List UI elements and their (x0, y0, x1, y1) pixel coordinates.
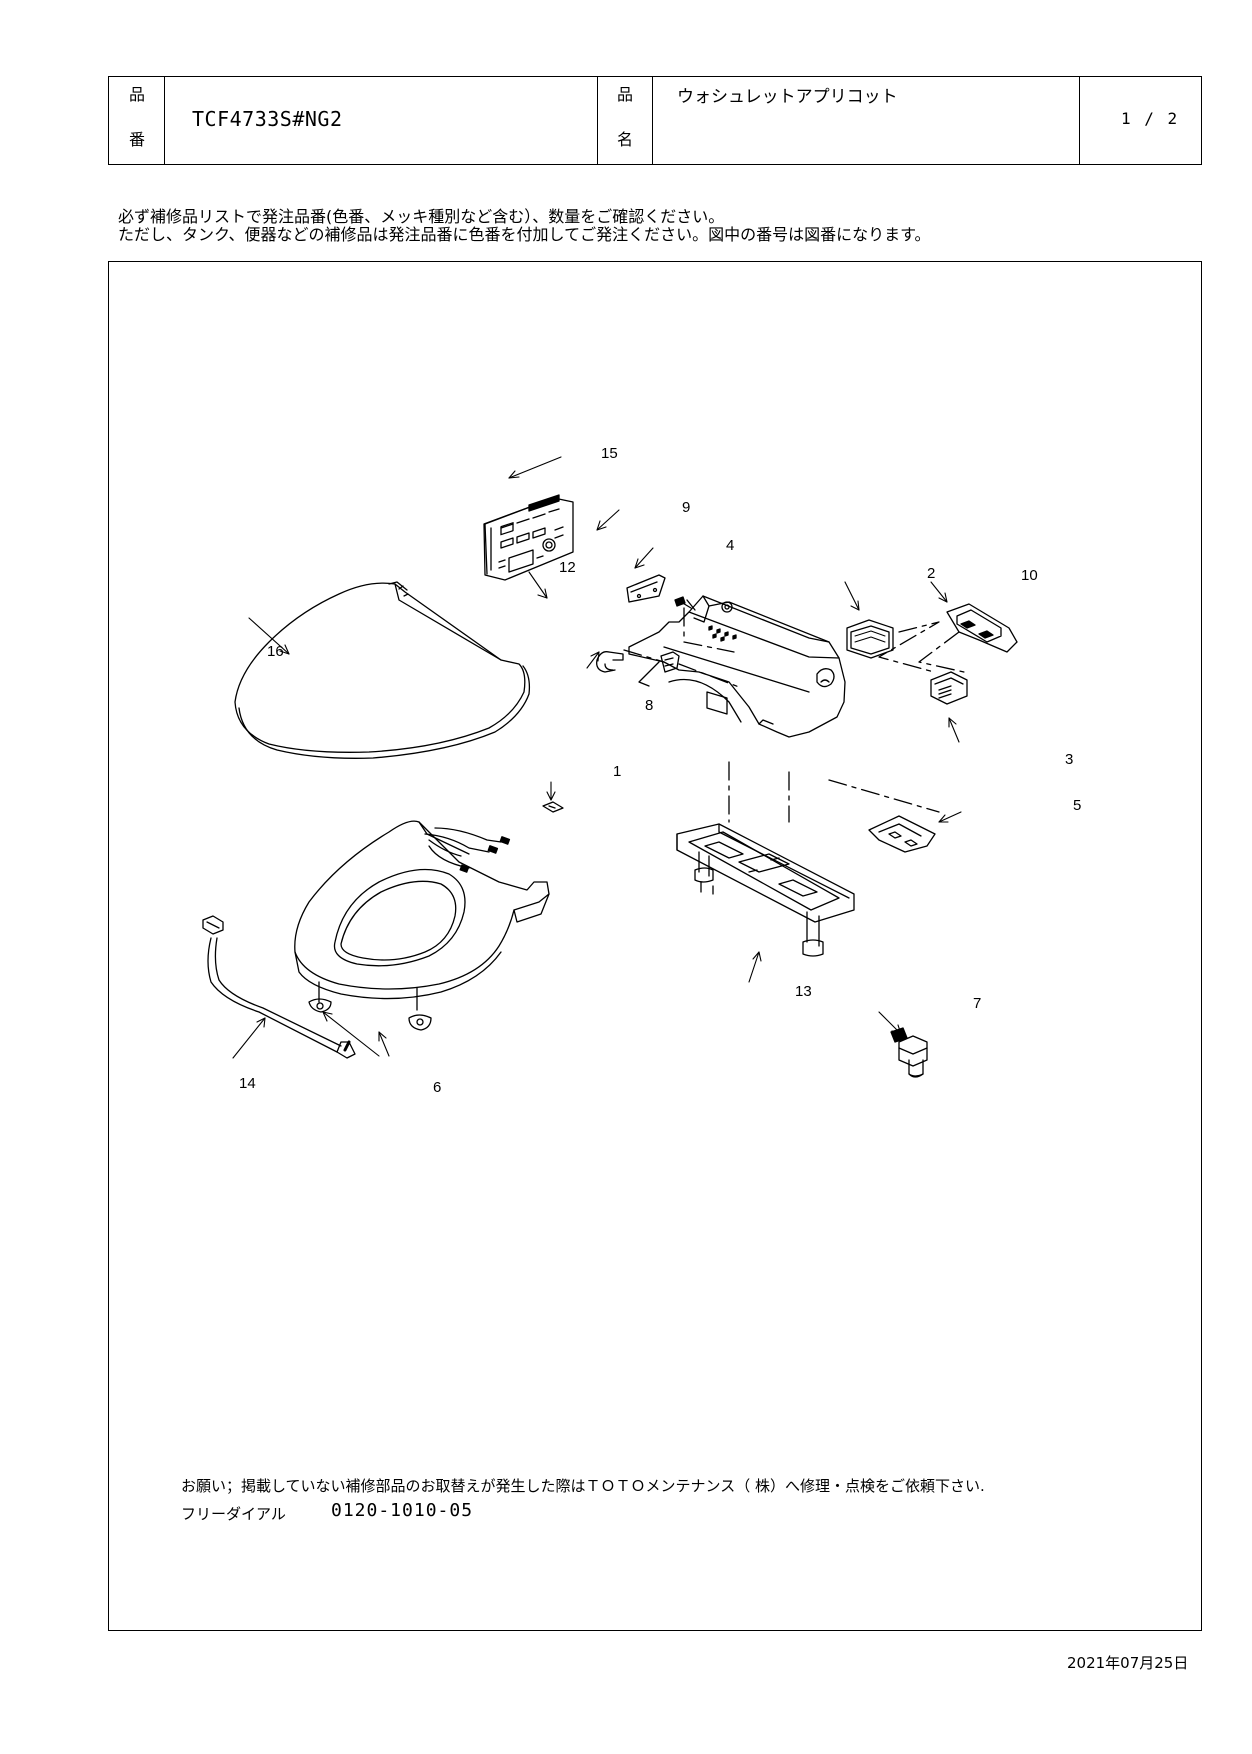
callout-1: 1 (613, 763, 622, 780)
hose-drawing (202, 915, 356, 1059)
product-name: ウォシュレットアプリコット (677, 87, 898, 107)
callout-14: 14 (239, 1075, 256, 1092)
callout-6: 6 (433, 1079, 442, 1096)
note-line-1: 必ず補修品リストで発注品番(色番、メッキ種別など含む）、数量をご確認ください。 (118, 207, 725, 226)
callout-10: 10 (1021, 567, 1038, 584)
part-9-drawing (626, 574, 666, 603)
callout-2: 2 (927, 565, 936, 582)
callout-3: 3 (1065, 751, 1074, 768)
header-divider (164, 77, 165, 164)
part-12-drawing (596, 651, 624, 673)
header-divider (597, 77, 598, 164)
main-unit-drawing (628, 595, 846, 738)
callout-5: 5 (1073, 797, 1082, 814)
callout-16: 16 (267, 643, 284, 660)
product-name-label-top: 品 (617, 85, 634, 104)
callout-13: 13 (795, 983, 812, 1000)
exploded-parts-diagram (202, 456, 1018, 1078)
product-name-label-bottom: 名 (617, 130, 634, 149)
part-4-drawing (674, 596, 696, 611)
repair-request-note: お願い；掲載していない補修部品のお取替えが発生した際はＴＯＴＯメンテナンス（ 株… (181, 1477, 985, 1495)
free-dial-number: 0120-1010-05 (331, 1500, 474, 1521)
leader-arrows (232, 456, 962, 1059)
part-number-label-top: 品 (129, 85, 146, 104)
remote-control-drawing (483, 494, 574, 581)
page-number: 1 / 2 (1121, 109, 1180, 128)
header-divider (652, 77, 653, 164)
callout-15: 15 (601, 445, 618, 462)
header-table: 品 番 TCF4733S#NG2 品 名 ウォシュレットアプリコット 1 / 2 (108, 76, 1202, 165)
part-6-drawing (308, 981, 432, 1031)
part-number-label-bottom: 番 (129, 130, 146, 149)
base-plate-drawing (676, 823, 855, 957)
assembly-lines (623, 607, 965, 823)
part-5-drawing (868, 815, 936, 853)
part-2-drawing (846, 619, 894, 659)
header-divider (1079, 77, 1080, 164)
part-10-drawing (946, 603, 1018, 653)
callout-7: 7 (973, 995, 982, 1012)
callout-9: 9 (682, 499, 691, 516)
parts-diagram-frame: 15 9 4 12 2 10 16 8 3 1 5 13 7 14 6 お願い；… (108, 261, 1202, 1631)
lid-drawing (234, 581, 531, 759)
part-3-drawing (930, 671, 968, 705)
part-7-drawing (890, 1027, 928, 1078)
callout-12: 12 (559, 559, 576, 576)
model-number: TCF4733S#NG2 (192, 107, 343, 131)
callout-8: 8 (645, 697, 654, 714)
callout-4: 4 (726, 537, 735, 554)
issue-date: 2021年07月25日 (1067, 1654, 1189, 1672)
seat-drawing (294, 820, 550, 1000)
part-1-drawing (542, 801, 564, 813)
note-line-2: ただし、タンク、便器などの補修品は発注品番に色番を付加してご発注ください。図中の… (118, 225, 931, 244)
free-dial-label: フリーダイアル (181, 1505, 286, 1523)
